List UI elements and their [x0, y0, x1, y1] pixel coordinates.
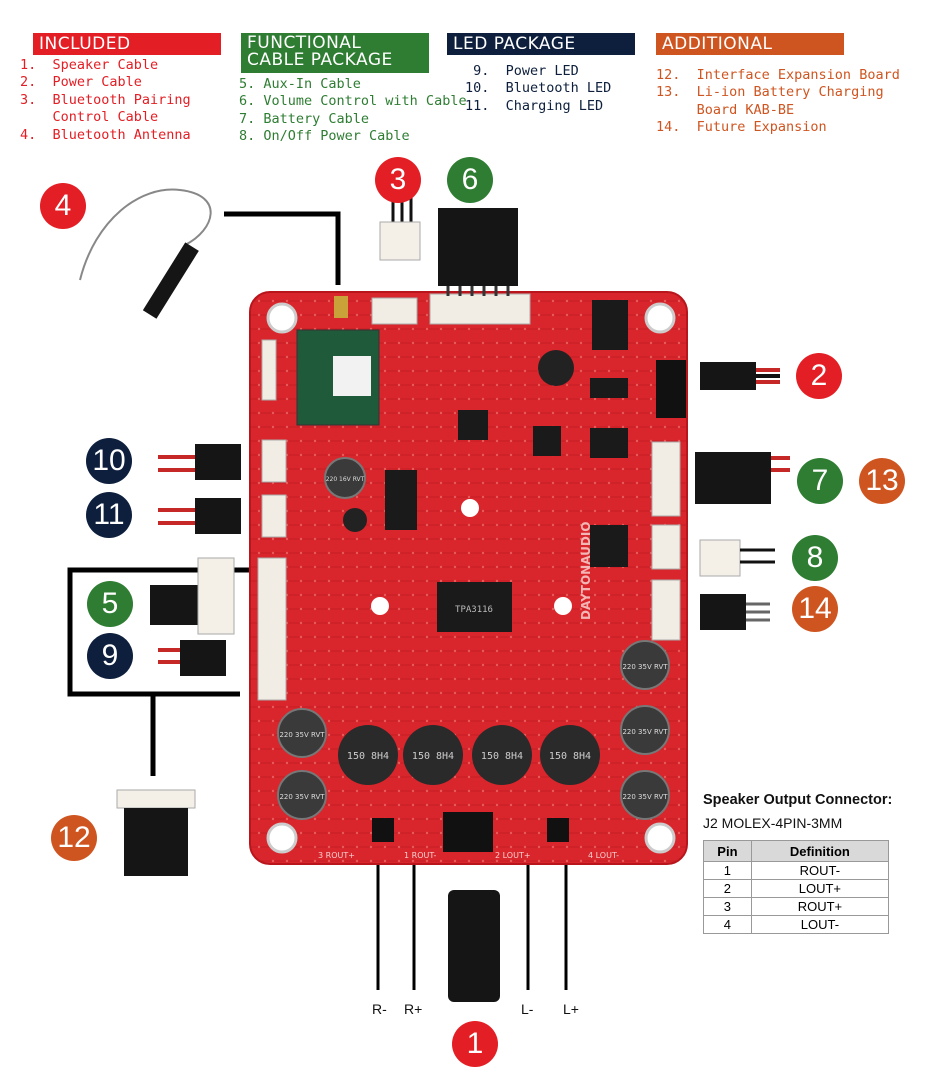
pin-cell: 4 — [703, 915, 752, 934]
legend-item: 12. Interface Expansion Board — [656, 67, 900, 83]
badge-10: 10 — [86, 438, 132, 484]
pin-cell: 2 — [703, 879, 752, 898]
cable-led-power — [158, 640, 226, 676]
cap-label: 220 35V RVT — [279, 731, 325, 739]
pcb-board: TPA3116 150 8H4 150 8H4 150 8H4 150 8H4 — [249, 291, 688, 865]
definition-cell: ROUT+ — [750, 897, 890, 916]
pin-cell: 3 — [703, 897, 752, 916]
pin-definition-table: Pin Definition 1 ROUT- 2 LOUT+ 3 ROUT+ 4… — [703, 840, 890, 934]
legend-item: 7. Battery Cable — [239, 110, 370, 127]
column-header: Pin — [703, 840, 752, 862]
badge-9: 9 — [87, 633, 133, 679]
definition-cell: LOUT- — [750, 915, 890, 934]
antenna-cable — [79, 188, 212, 319]
cap-label: 220 35V RVT — [622, 793, 668, 801]
legend-item: 5. Aux-In Cable — [239, 76, 361, 92]
functional-list: 5. Aux-In Cable 6. Volume Control with C… — [239, 76, 467, 146]
badge-14: 14 — [792, 586, 838, 632]
wire-label-l-plus: L+ — [563, 1001, 579, 1017]
led-heading: LED PACKAGE — [447, 33, 635, 55]
badge-8: 8 — [792, 535, 838, 581]
table-header-row: Pin Definition — [703, 840, 890, 862]
included-heading: INCLUDED — [33, 33, 221, 55]
pin-label: 4 LOUT- — [588, 851, 619, 860]
cap-label: 220 35V RVT — [622, 663, 668, 671]
cable-onoff — [699, 539, 775, 577]
speaker-output-connector — [443, 812, 493, 852]
cable-led-bt — [158, 444, 241, 480]
brand-logo-text: DAYTONAUDIO — [579, 521, 593, 620]
pin-label: 2 LOUT+ — [495, 851, 531, 860]
legend-item: 1. Speaker Cable — [20, 57, 159, 73]
badge-11: 11 — [86, 492, 132, 538]
badge-13: 13 — [859, 458, 905, 504]
cable-interface-board — [116, 789, 196, 876]
badge-12: 12 — [51, 815, 97, 861]
functional-heading-line2: CABLE PACKAGE — [247, 50, 393, 70]
additional-list: 12. Interface Expansion Board 13. Li-ion… — [656, 67, 900, 137]
functional-heading: FUNCTIONAL CABLE PACKAGE — [241, 33, 429, 73]
inductor-label: 150 8H4 — [347, 751, 389, 762]
cap-label: 220 35V RVT — [279, 793, 325, 801]
cap-label: 220 35V RVT — [622, 728, 668, 736]
badge-7: 7 — [797, 458, 843, 504]
pin-label: 3 ROUT+ — [318, 851, 355, 860]
pin-cell: 1 — [703, 861, 752, 880]
functional-heading-line1: FUNCTIONAL — [247, 33, 362, 53]
legend-item: 13. Li-ion Battery Charging — [656, 84, 884, 101]
cable-power — [700, 362, 780, 390]
badge-4: 4 — [40, 183, 86, 229]
legend-item: 6. Volume Control with Cable — [239, 93, 467, 110]
inductors: 150 8H4 150 8H4 150 8H4 150 8H4 — [338, 725, 600, 785]
legend-item: Control Cable — [20, 109, 159, 126]
definition-cell: LOUT+ — [750, 879, 890, 898]
legend-item: 8. On/Off Power Cable — [239, 128, 410, 145]
included-list: 1. Speaker Cable 2. Power Cable 3. Bluet… — [20, 57, 191, 144]
board-connectors — [257, 293, 681, 701]
badge-6: 6 — [447, 157, 493, 203]
legend-item: 2. Power Cable — [20, 74, 142, 91]
wire-label-r-plus: R+ — [404, 1001, 423, 1017]
legend-item: 4. Bluetooth Antenna — [20, 126, 191, 143]
led-list: 9. Power LED 10. Bluetooth LED 11. Charg… — [465, 63, 611, 115]
inductor-label: 150 8H4 — [412, 751, 454, 762]
cable-volume — [438, 208, 518, 296]
table-row: 4 LOUT- — [703, 915, 890, 934]
speaker-connector-title: Speaker Output Connector: — [703, 792, 893, 808]
pin-label: 1 ROUT- — [404, 851, 436, 860]
cable-battery — [695, 452, 790, 504]
table-row: 3 ROUT+ — [703, 897, 890, 916]
wire-label-l-minus: L- — [521, 1001, 534, 1017]
speaker-connector-subtitle: J2 MOLEX-4PIN-3MM — [703, 815, 843, 831]
cap-small-label: 220 16V RVT — [326, 476, 365, 483]
badge-5: 5 — [87, 581, 133, 627]
inductor-label: 150 8H4 — [481, 751, 523, 762]
cable-expansion — [700, 594, 770, 630]
wire-label-r-minus: R- — [372, 1001, 387, 1017]
capacitors: 220 35V RVT 220 35V RVT 220 35V RVT 220 … — [277, 457, 670, 820]
legend-item: 9. Power LED — [465, 63, 579, 79]
badge-2: 2 — [796, 353, 842, 399]
cable-speaker — [448, 890, 500, 1002]
chip-label: TPA3116 — [455, 605, 493, 615]
badge-3: 3 — [375, 157, 421, 203]
cable-aux — [150, 557, 235, 635]
table-row: 1 ROUT- — [703, 861, 890, 880]
legend-item: 14. Future Expansion — [656, 119, 827, 136]
cable-led-charging — [158, 498, 241, 534]
legend-item: Board KAB-BE — [656, 101, 795, 118]
additional-heading: ADDITIONAL — [656, 33, 844, 55]
legend-item: 11. Charging LED — [465, 97, 604, 114]
definition-cell: ROUT- — [750, 861, 890, 880]
column-header: Definition — [750, 840, 890, 862]
legend-item: 10. Bluetooth LED — [465, 80, 612, 97]
table-row: 2 LOUT+ — [703, 879, 890, 898]
inductor-label: 150 8H4 — [549, 751, 591, 762]
badge-1: 1 — [452, 1021, 498, 1067]
legend-item: 3. Bluetooth Pairing — [20, 91, 191, 108]
